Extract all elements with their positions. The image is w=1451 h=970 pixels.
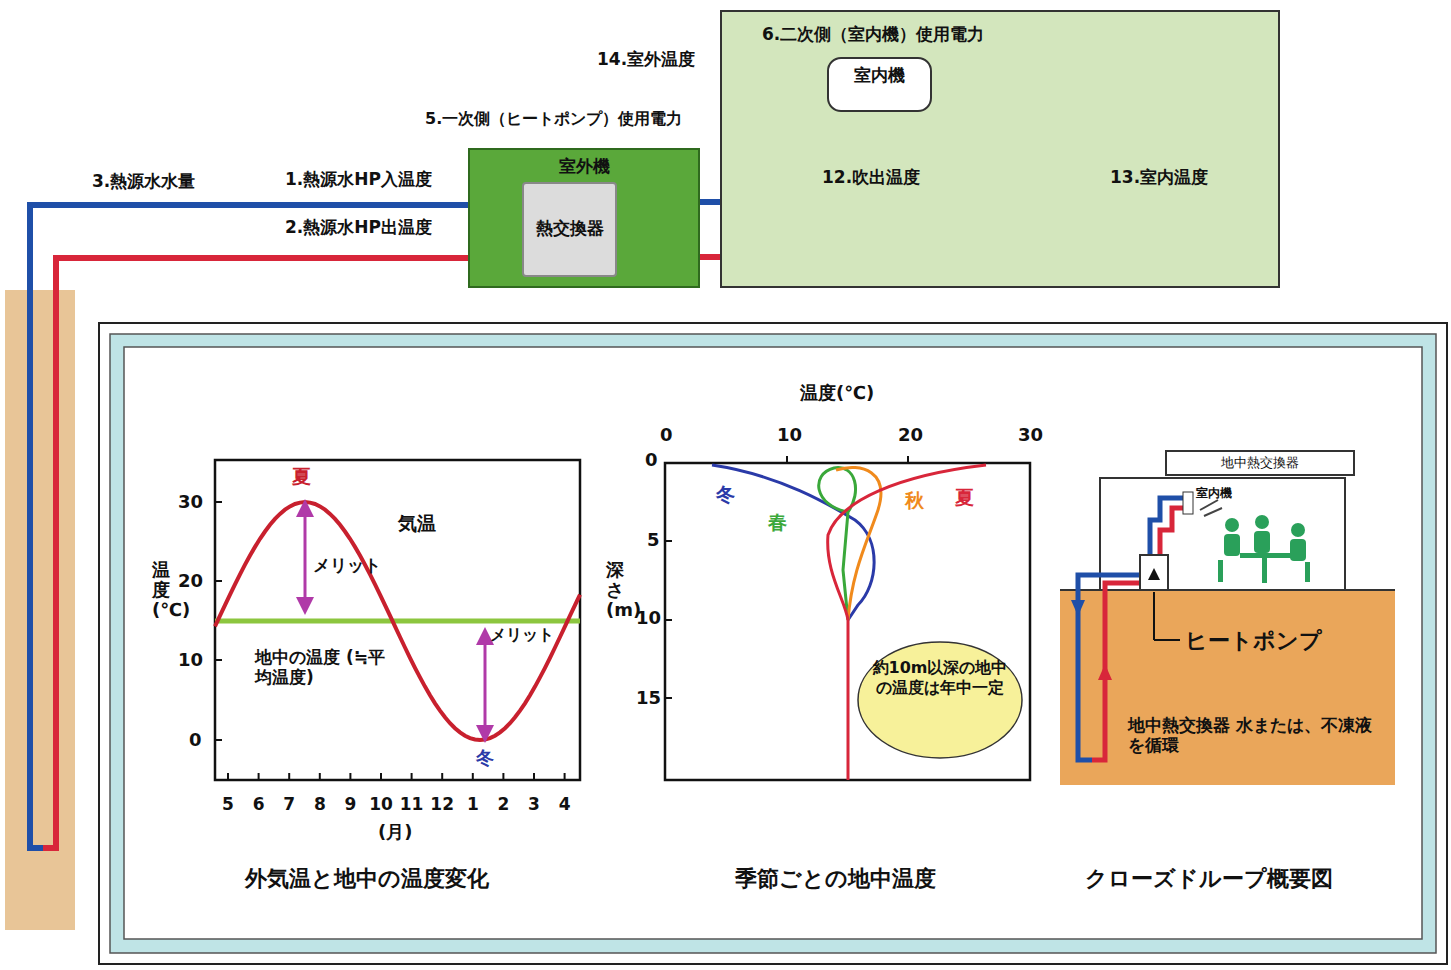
label: 3 <box>528 795 540 815</box>
label: 11 <box>400 795 424 815</box>
label: 冬 <box>476 748 494 769</box>
label: 2.熱源水HP出温度 <box>285 218 432 238</box>
label: 30 <box>178 492 203 513</box>
label: 5.一次側（ヒートポンプ）使用電力 <box>425 110 682 128</box>
panel-inner <box>124 347 1422 939</box>
label: 夏 <box>955 487 974 509</box>
flow-arrow <box>1071 600 1085 616</box>
node-text: 室内機 <box>833 65 926 86</box>
label: 冬 <box>716 484 735 506</box>
label: 季節ごとの地中温度 <box>735 866 936 891</box>
node-text: 地中熱交換器 <box>1171 455 1349 471</box>
label: 春 <box>768 512 787 534</box>
label: 2 <box>497 795 509 815</box>
node-text: 熱交換器 <box>528 218 611 239</box>
label: 気温 <box>398 513 436 535</box>
label: 温度(℃) <box>800 383 874 404</box>
indoor-area: 6.二次側（室内機）使用電力室内機 <box>720 10 1280 288</box>
label: 5 <box>222 795 234 815</box>
loop-red <box>1160 508 1183 560</box>
node-text: 約10m以深の地中の温度は年中一定 <box>870 658 1010 698</box>
axis-title: 温度(℃) <box>152 560 170 619</box>
air-temp-curve <box>215 502 580 740</box>
label: クローズドループ概要図 <box>1085 866 1333 891</box>
chart2-frame <box>665 463 1030 780</box>
label: 10 <box>178 650 203 671</box>
merit-arrow <box>484 636 487 734</box>
label: 0 <box>645 450 658 471</box>
label: メリット <box>313 556 381 576</box>
label: 10 <box>369 795 393 815</box>
autumn-curve <box>836 467 881 620</box>
chart1-ticks <box>215 502 565 780</box>
label: (月) <box>378 822 412 843</box>
label: 4 <box>559 795 571 815</box>
ground <box>1060 590 1395 785</box>
flow-arrow <box>1098 664 1112 680</box>
label: 地中の温度 (≒平均温度) <box>255 648 395 687</box>
note-ellipse: 約10m以深の地中の温度は年中一定 <box>862 652 1018 748</box>
label: 秋 <box>905 490 924 512</box>
ground-temp-line <box>215 619 580 624</box>
merit-arrow <box>304 508 307 606</box>
label: 外気温と地中の温度変化 <box>245 866 489 891</box>
label: 13.室内温度 <box>1110 168 1208 188</box>
label: 14.室外温度 <box>597 50 695 70</box>
label: ヒートポンプ <box>1185 628 1322 653</box>
label: 1 <box>467 795 479 815</box>
label: 7 <box>283 795 295 815</box>
label: 10 <box>777 425 802 446</box>
label: 0 <box>660 425 673 446</box>
node-text: 室外機 <box>474 156 694 177</box>
label: 1.熱源水HP入温度 <box>285 170 432 190</box>
panel-band <box>110 334 1436 953</box>
node-text: 6.二次側（室内機）使用電力 <box>762 24 1238 45</box>
heat-pump-box <box>1140 555 1168 590</box>
label: 12 <box>430 795 454 815</box>
label: 30 <box>1018 425 1043 446</box>
people <box>1218 515 1310 583</box>
indoor-unit: 室内機 <box>827 57 932 112</box>
leader-line <box>1153 592 1155 640</box>
ground-strip <box>5 290 75 930</box>
label: 20 <box>898 425 923 446</box>
label: 室内機 <box>1196 487 1232 501</box>
label: 10 <box>636 608 661 629</box>
outdoor-unit: 室外機熱交換器 <box>468 148 700 288</box>
chart2-ticks <box>665 456 908 698</box>
panel-outer <box>99 323 1447 964</box>
label: 6 <box>253 795 265 815</box>
label: 地中熱交換器 水または、不凍液を循環 <box>1128 716 1378 755</box>
label: メリット <box>490 626 554 644</box>
label: 9 <box>344 795 356 815</box>
label: 15 <box>636 688 661 709</box>
label: 0 <box>189 730 202 751</box>
label: 5 <box>647 530 660 551</box>
label: 8 <box>314 795 326 815</box>
label: 夏 <box>292 466 311 488</box>
label: 20 <box>178 571 203 592</box>
heat-exchanger: 熱交換器 <box>522 182 617 277</box>
loop-blue <box>1150 498 1183 560</box>
note-ellipse <box>858 642 1022 758</box>
building-sign: 地中熱交換器 <box>1165 450 1355 476</box>
label: 12.吹出温度 <box>822 168 920 188</box>
axis-title: 深さ(m) <box>606 560 624 619</box>
label: 3.熱源水水量 <box>92 172 195 192</box>
chart1-frame <box>215 460 580 780</box>
